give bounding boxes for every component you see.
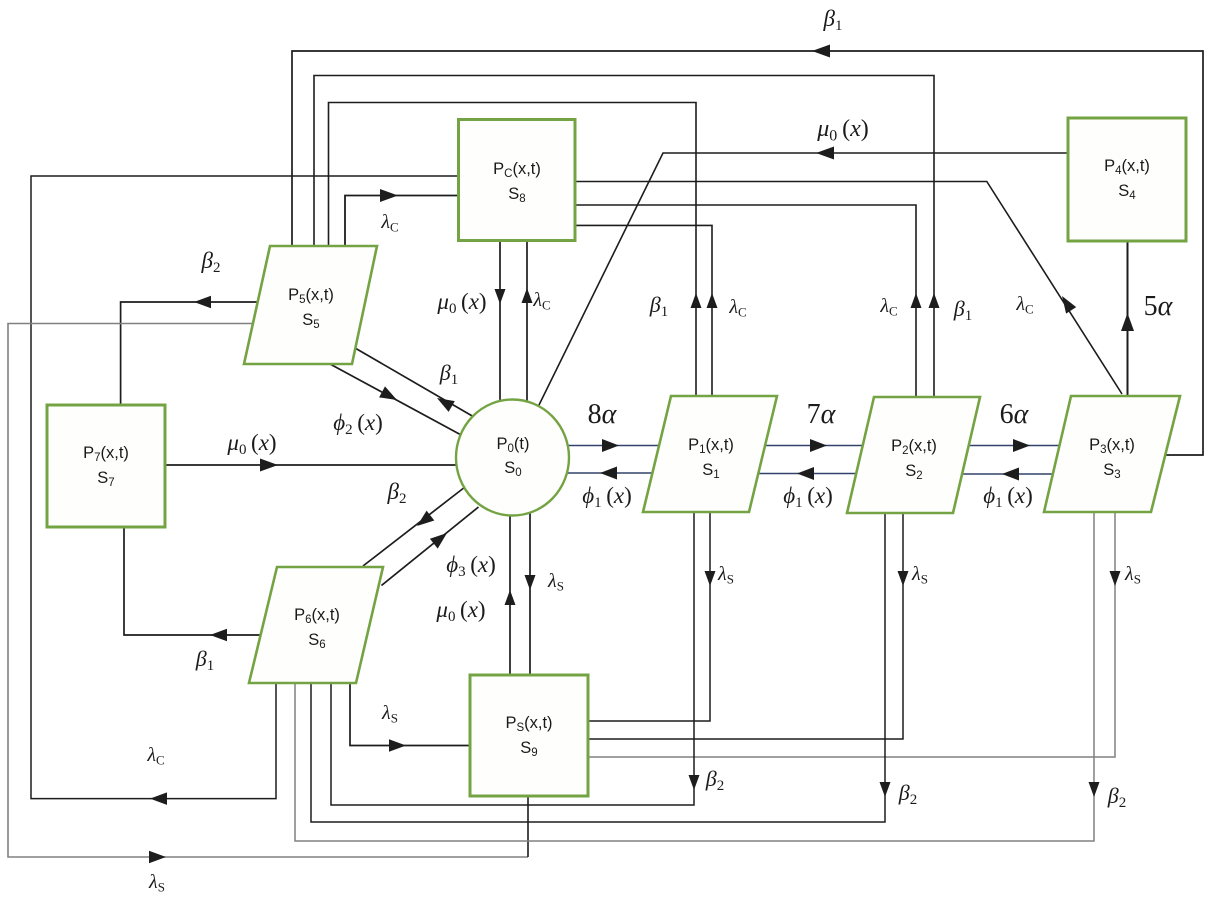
svg-text:7α: 7α — [807, 399, 837, 430]
svg-text:P1(x,t): P1(x,t) — [688, 436, 734, 456]
svg-text:P5(x,t): P5(x,t) — [288, 286, 334, 306]
svg-text:PS(x,t): PS(x,t) — [505, 714, 552, 734]
svg-text:ϕ1 (x): ϕ1 (x) — [783, 483, 833, 511]
svg-text:μ0 (x): μ0 (x) — [436, 289, 486, 317]
svg-text:ϕ1 (x): ϕ1 (x) — [983, 483, 1033, 511]
svg-text:5α: 5α — [1144, 291, 1174, 322]
svg-text:P2(x,t): P2(x,t) — [891, 437, 937, 457]
svg-text:P3(x,t): P3(x,t) — [1089, 436, 1135, 456]
svg-text:ϕ1 (x): ϕ1 (x) — [582, 483, 632, 511]
svg-text:P6(x,t): P6(x,t) — [294, 606, 340, 626]
svg-text:P0(t): P0(t) — [497, 435, 530, 455]
svg-text:ϕ3 (x): ϕ3 (x) — [446, 552, 496, 580]
svg-text:μ0 (x): μ0 (x) — [226, 430, 276, 458]
svg-text:8α: 8α — [588, 399, 618, 430]
svg-text:μ0 (x): μ0 (x) — [816, 116, 869, 144]
svg-text:ϕ2 (x): ϕ2 (x) — [333, 410, 383, 438]
svg-text:μ0 (x): μ0 (x) — [435, 597, 485, 625]
svg-text:P7(x,t): P7(x,t) — [83, 444, 129, 464]
svg-text:P4(x,t): P4(x,t) — [1104, 157, 1150, 177]
svg-text:6α: 6α — [1000, 399, 1030, 430]
svg-text:PC(x,t): PC(x,t) — [493, 160, 541, 180]
